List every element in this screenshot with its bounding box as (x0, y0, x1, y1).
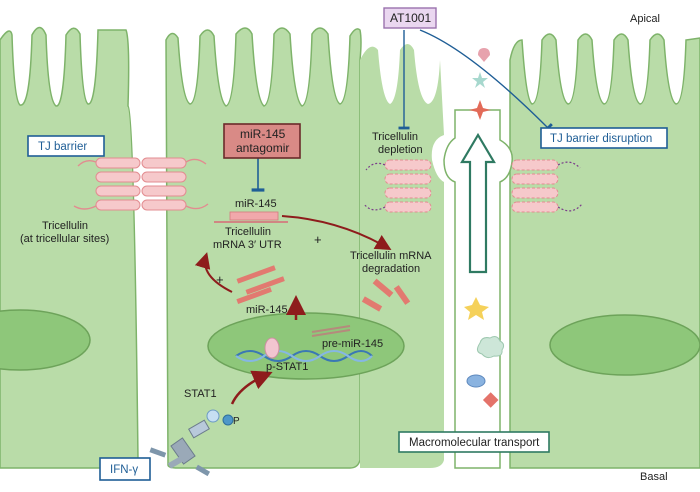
right-epithelial-cell (509, 33, 700, 469)
tj-barrier-disruption-box (540, 127, 668, 149)
basal-label: Basal (640, 471, 668, 483)
tricellulin-mrna-line2: mRNA 3′ UTR (213, 239, 282, 251)
macromolecule-heart (478, 48, 490, 62)
tj-barrier-disruption-label: TJ barrier disruption (550, 133, 652, 145)
mir145-bound-label: miR-145 (235, 198, 277, 210)
degraded-mrna-fragments (361, 278, 411, 312)
antagomir-label-line1: miR-145 (240, 127, 286, 141)
p-stat1-label: p-STAT1 (266, 361, 308, 373)
intact-tight-junction (73, 157, 209, 211)
tricellulin-sites-line2: (at tricellular sites) (20, 233, 109, 245)
macromolecule-oval (466, 374, 486, 388)
phospho-label: P (233, 416, 240, 427)
macromolecule-diamond (482, 392, 499, 408)
plus-sign-activation: + (216, 272, 224, 287)
left-epithelial-cell (0, 26, 139, 470)
mir145-antagomir-box (223, 123, 301, 159)
antagomir-label-line2: antagomir (236, 141, 289, 155)
tricellulin-mrna-line1: Tricellulin (225, 226, 271, 238)
macromolecule-cloud (476, 336, 505, 359)
ifn-gamma-box (99, 457, 151, 481)
macromolecule-yellow-star (464, 297, 489, 320)
stat1-label: STAT1 (184, 388, 217, 400)
pre-mir145-hairpin (311, 325, 351, 337)
macromolecule-starburst (472, 72, 488, 88)
disrupted-tight-junction-left (363, 159, 432, 213)
paracellular-gap (443, 109, 513, 469)
dna-helix (235, 350, 373, 362)
at1001-label: AT1001 (390, 11, 431, 25)
tj-barrier-box (27, 135, 105, 157)
right-nucleus (549, 314, 700, 376)
disrupted-tight-junction-right (511, 159, 583, 213)
free-mir145-fragments (236, 265, 285, 304)
apical-label: Apical (630, 13, 660, 25)
macromolecular-transport-label: Macromolecular transport (409, 437, 540, 449)
degradation-line2: degradation (362, 263, 420, 275)
pre-mir145-label: pre-miR-145 (322, 338, 383, 350)
arrow-mir145-to-utr (194, 252, 233, 293)
arrow-utr-to-degradation (281, 215, 392, 251)
p-stat1-protein (264, 337, 280, 359)
plus-sign-degradation: + (314, 232, 322, 247)
mrna-utr-strand (214, 211, 288, 223)
at1001-box (383, 7, 437, 29)
arrow-stat1-to-nucleus (230, 370, 273, 405)
tricellulin-depletion-line2: depletion (378, 144, 423, 156)
macromolecule-star (469, 100, 491, 120)
middle-nucleus (207, 312, 405, 380)
macromolecular-transport-box (398, 431, 550, 453)
left-nucleus (0, 309, 91, 371)
inhibit-at1001-disruption (419, 29, 553, 133)
mir145-free-label: miR-145 (246, 304, 288, 316)
tj-barrier-label: TJ barrier (38, 141, 87, 153)
degradation-line1: Tricellulin mRNA (350, 250, 432, 262)
tricellulin-depletion-line1: Tricellulin (372, 131, 418, 143)
tricellulin-sites-line1: Tricellulin (42, 220, 88, 232)
ifn-gamma-label: IFN-γ (110, 464, 138, 476)
ifn-gamma-receptor (149, 409, 234, 477)
transport-arrow (460, 132, 496, 274)
